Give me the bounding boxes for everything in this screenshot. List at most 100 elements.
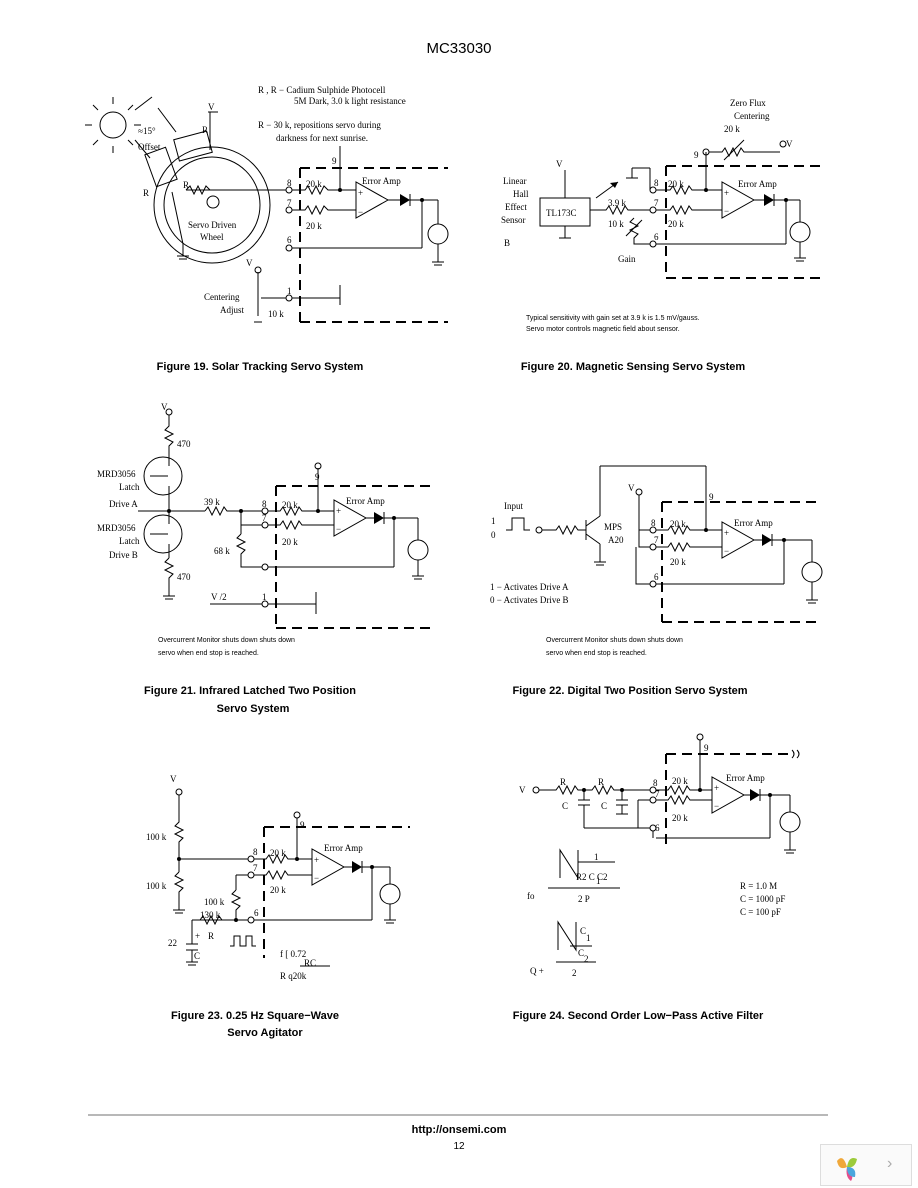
svg-text:10 k: 10 k: [608, 219, 624, 229]
svg-text:V: V: [208, 102, 215, 112]
svg-text:V: V: [246, 258, 253, 268]
svg-text:6: 6: [254, 908, 259, 918]
svg-text:Error Amp: Error Amp: [726, 773, 765, 783]
svg-text:20 k: 20 k: [282, 537, 298, 547]
svg-text:+: +: [336, 506, 341, 516]
figure-21-schematic: V 470 470 MRD3056 Latch Drive A MRD3056 …: [97, 402, 434, 657]
figure-20-schematic: Zero Flux Centering 20 k V V Linear Hall…: [501, 98, 820, 333]
viewer-nav: ›: [820, 1144, 912, 1186]
svg-text:100 k: 100 k: [204, 897, 225, 907]
svg-text:R: R: [598, 777, 604, 787]
svg-text:R q20k: R q20k: [280, 971, 307, 981]
svg-text:V /2: V /2: [211, 592, 227, 602]
figure-22-schematic: Input 1 0 MPS A20 V 20 k 20 k Error Amp …: [490, 465, 823, 657]
svg-text:1 − Activates Drive A: 1 − Activates Drive A: [490, 582, 569, 592]
svg-text:+: +: [724, 188, 729, 198]
svg-text:C: C: [578, 948, 584, 958]
svg-text:+: +: [724, 528, 729, 538]
svg-text:MRD3056: MRD3056: [97, 523, 136, 533]
svg-text:Servo Driven: Servo Driven: [188, 220, 237, 230]
svg-text:2: 2: [572, 968, 577, 978]
footer-url[interactable]: http://onsemi.com: [411, 1124, 507, 1136]
svg-text:8: 8: [262, 499, 267, 509]
svg-text:7: 7: [655, 789, 660, 799]
svg-text:C: C: [580, 926, 586, 936]
svg-text:Q +: Q +: [530, 966, 544, 976]
svg-text:Sensor: Sensor: [501, 215, 526, 225]
svg-text:9: 9: [332, 156, 337, 166]
svg-text:−: −: [724, 546, 729, 556]
svg-text:1: 1: [287, 286, 292, 296]
svg-text:100 k: 100 k: [146, 832, 167, 842]
page-header: MC33030: [426, 40, 492, 57]
svg-text:20 k: 20 k: [668, 179, 684, 189]
svg-text:Typical sensitivity with gain: Typical sensitivity with gain set at 3.9…: [526, 315, 700, 322]
svg-text:Input: Input: [504, 501, 523, 511]
svg-text:1: 1: [594, 852, 599, 862]
svg-text:Servo motor controls magnetic: Servo motor controls magnetic field abou…: [526, 326, 680, 333]
svg-text:C = 1000 pF: C = 1000 pF: [740, 894, 785, 904]
svg-text:0: 0: [491, 530, 496, 540]
figure-20-caption: Figure 20. Magnetic Sensing Servo System: [520, 361, 746, 373]
svg-text:Error Amp: Error Amp: [738, 179, 777, 189]
svg-text:7: 7: [287, 198, 292, 208]
svg-text:8: 8: [653, 778, 658, 788]
svg-text:darkness for next sunrise.: darkness for next sunrise.: [276, 133, 368, 143]
svg-text:Latch: Latch: [119, 536, 140, 546]
chevron-right-icon[interactable]: ›: [887, 1155, 893, 1172]
svg-text:2 P: 2 P: [578, 894, 590, 904]
svg-text:Latch: Latch: [119, 482, 140, 492]
svg-text:20 k: 20 k: [668, 219, 684, 229]
svg-text:Error Amp: Error Amp: [734, 518, 773, 528]
svg-text:470: 470: [177, 439, 191, 449]
svg-text:V: V: [161, 402, 168, 412]
svg-text:V: V: [170, 774, 177, 784]
svg-text:MPS: MPS: [604, 522, 622, 532]
figure-19-caption: Figure 19. Solar Tracking Servo System: [156, 361, 364, 373]
svg-text:Gain: Gain: [618, 254, 636, 264]
svg-text:Effect: Effect: [505, 202, 527, 212]
svg-text:f [ 0.72: f [ 0.72: [280, 949, 306, 959]
svg-text:Wheel: Wheel: [200, 232, 224, 242]
svg-text:Drive B: Drive B: [109, 550, 138, 560]
svg-text:9: 9: [694, 150, 699, 160]
svg-text:servo when end stop is reached: servo when end stop is reached.: [158, 650, 259, 657]
svg-text:Drive A: Drive A: [109, 499, 138, 509]
svg-text:Error Amp: Error Amp: [362, 176, 401, 186]
figure-23-caption-line1: Figure 23. 0.25 Hz Square−Wave: [170, 1010, 340, 1022]
svg-text:8: 8: [287, 178, 292, 188]
svg-text:20 k: 20 k: [670, 557, 686, 567]
svg-text:C = 100 pF: C = 100 pF: [740, 907, 781, 917]
svg-text:−: −: [336, 524, 341, 534]
svg-text:Centering: Centering: [734, 111, 770, 121]
sun-icon: [99, 111, 127, 139]
svg-text:1: 1: [596, 876, 601, 886]
svg-text:20 k: 20 k: [282, 500, 298, 510]
svg-text:7: 7: [654, 535, 659, 545]
svg-text:C: C: [562, 801, 568, 811]
svg-text:Hall: Hall: [513, 189, 529, 199]
svg-text:20 k: 20 k: [724, 124, 740, 134]
svg-text:68 k: 68 k: [214, 546, 230, 556]
svg-text:20 k: 20 k: [270, 848, 286, 858]
svg-text:Zero Flux: Zero Flux: [730, 98, 766, 108]
svg-text:10 k: 10 k: [268, 309, 284, 319]
svg-text:R: R: [143, 188, 149, 198]
svg-text:fo: fo: [527, 891, 535, 901]
svg-text:8: 8: [253, 847, 258, 857]
svg-text:20 k: 20 k: [270, 885, 286, 895]
svg-text:Linear: Linear: [503, 176, 526, 186]
svg-text:0 − Activates Drive B: 0 − Activates Drive B: [490, 595, 569, 605]
svg-text:−: −: [314, 873, 319, 883]
svg-text:≈15°: ≈15°: [138, 126, 156, 136]
svg-text:R − 30 k, repositions servo: R − 30 k, repositions servo during: [258, 120, 381, 130]
svg-text:9: 9: [704, 743, 709, 753]
figure-24-schematic: V R R C C 20 k 20 k Error Amp + − 9 8 7 …: [519, 733, 801, 978]
svg-text:TL173C: TL173C: [546, 208, 577, 218]
flower-logo-icon: [837, 1158, 857, 1181]
svg-text:R: R: [202, 125, 208, 135]
figure-23-caption-line2: Servo Agitator: [227, 1027, 303, 1039]
svg-text:A20: A20: [608, 535, 624, 545]
svg-text:R , R − Cadium Sulphide Phot: R , R − Cadium Sulphide Photocell: [258, 85, 386, 95]
svg-text:+: +: [714, 783, 719, 793]
